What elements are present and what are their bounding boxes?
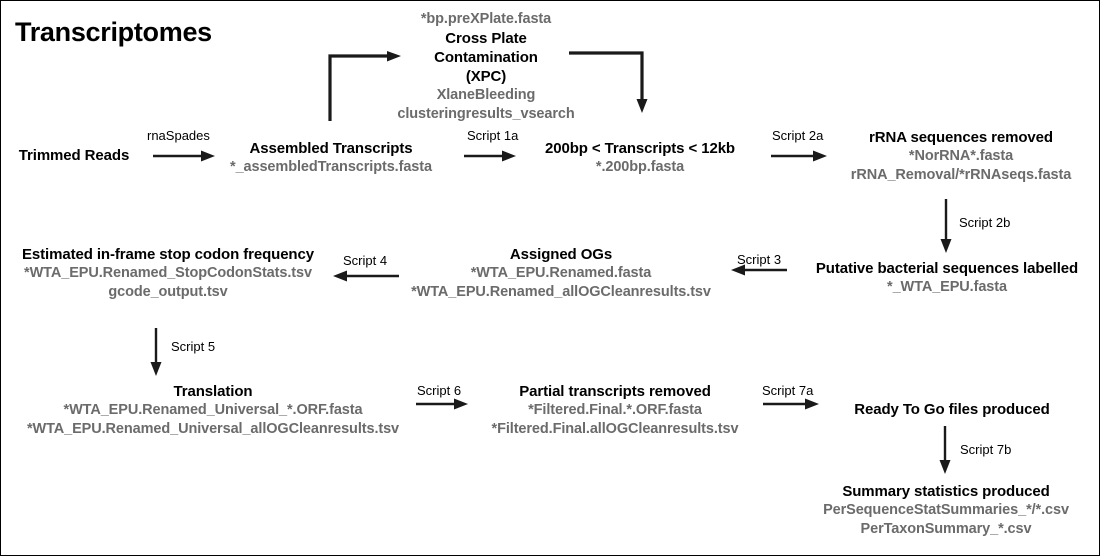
node-trimmed-reads-title: Trimmed Reads: [18, 147, 130, 164]
node-summary-statistics: Summary statistics produced PerSequenceS…: [791, 482, 1099, 538]
node-bacterial-labelled-title: Putative bacterial sequences labelled: [815, 260, 1079, 277]
node-stop-codon-frequency: Estimated in-frame stop codon frequency …: [5, 245, 331, 301]
edge-label-script-4: Script 4: [343, 253, 388, 268]
edge-label-script-7a: Script 7a: [762, 383, 814, 398]
node-translation-title: Translation: [173, 383, 253, 400]
arrow-script-3: [731, 263, 787, 277]
node-assembled-transcripts-title: Assembled Transcripts: [249, 140, 413, 157]
arrow-script-7a: [763, 397, 819, 411]
node-ready-to-go-title: Ready To Go files produced: [854, 401, 1050, 418]
node-rrna-removed: rRNA sequences removed *NorRNA*.fasta rR…: [831, 128, 1091, 184]
edge-label-script-2a: Script 2a: [772, 128, 824, 143]
node-translation-file-1: *WTA_EPU.Renamed_Universal_*.ORF.fasta: [63, 402, 363, 419]
node-summary-statistics-file-1: PerSequenceStatSummaries_*/*.csv: [823, 502, 1069, 519]
node-partial-removed-file-1: *Filtered.Final.*.ORF.fasta: [528, 402, 702, 419]
node-rrna-removed-file-1: *NorRNA*.fasta: [908, 148, 1014, 165]
node-stop-codon-frequency-title: Estimated in-frame stop codon frequency: [22, 246, 314, 263]
node-partial-removed-title: Partial transcripts removed: [519, 383, 711, 400]
node-trimmed-reads: Trimmed Reads: [9, 146, 139, 166]
node-cross-plate-contamination: *bp.preXPlate.fasta Cross Plate Contamin…: [386, 10, 586, 123]
edge-label-rnaspades: rnaSpades: [147, 128, 210, 143]
edge-label-script-7b: Script 7b: [960, 442, 1012, 457]
arrow-script-2a: [771, 149, 827, 163]
node-partial-removed: Partial transcripts removed *Filtered.Fi…: [469, 382, 761, 438]
edge-label-script-2b: Script 2b: [959, 215, 1011, 230]
node-assigned-ogs-file-1: *WTA_EPU.Renamed.fasta: [470, 265, 652, 282]
node-xpc-file-1: XlaneBleeding: [436, 87, 536, 104]
edge-label-script-1a: Script 1a: [467, 128, 519, 143]
node-assigned-ogs-title: Assigned OGs: [509, 246, 613, 263]
node-assembled-transcripts: Assembled Transcripts *_assembledTranscr…: [201, 139, 461, 177]
node-transcripts-size-filter-title: 200bp < Transcripts < 12kb: [545, 140, 735, 157]
node-translation: Translation *WTA_EPU.Renamed_Universal_*…: [3, 382, 423, 438]
edge-label-script-6: Script 6: [417, 383, 462, 398]
node-bacterial-labelled-file-1: *_WTA_EPU.fasta: [887, 279, 1007, 296]
node-rrna-removed-title: rRNA sequences removed: [869, 129, 1053, 146]
node-xpc-title-line-2: Contamination: [434, 48, 538, 66]
node-ready-to-go: Ready To Go files produced: [831, 400, 1073, 420]
arrow-script-4: [333, 269, 399, 283]
node-partial-removed-file-2: *Filtered.Final.allOGCleanresults.tsv: [491, 420, 739, 437]
node-xpc-title-line-1: Cross Plate: [445, 29, 527, 47]
node-transcripts-size-filter: 200bp < Transcripts < 12kb *.200bp.fasta: [520, 139, 760, 177]
arrow-script-5: [149, 328, 163, 376]
node-bacterial-labelled: Putative bacterial sequences labelled *_…: [801, 259, 1093, 297]
arrow-script-1a: [464, 149, 516, 163]
node-assembled-transcripts-file-1: *_assembledTranscripts.fasta: [230, 159, 432, 176]
arrow-xpc-outbound-elbow: [569, 49, 649, 115]
node-stop-codon-frequency-file-1: *WTA_EPU.Renamed_StopCodonStats.tsv: [24, 265, 312, 282]
node-summary-statistics-file-2: PerTaxonSummary_*.csv: [860, 520, 1032, 537]
page-title: Transcriptomes: [15, 17, 212, 47]
edge-label-script-5: Script 5: [171, 339, 216, 354]
node-translation-file-2: *WTA_EPU.Renamed_Universal_allOGCleanres…: [26, 420, 400, 437]
node-assigned-ogs-file-2: *WTA_EPU.Renamed_allOGCleanresults.tsv: [411, 283, 711, 300]
node-xpc-file-top: *bp.preXPlate.fasta: [420, 11, 552, 27]
arrow-xpc-inbound-elbow: [327, 51, 407, 121]
arrow-script-2b: [939, 199, 953, 253]
node-rrna-removed-file-2: rRNA_Removal/*rRNAseqs.fasta: [850, 166, 1072, 183]
edge-label-script-3: Script 3: [737, 252, 782, 267]
node-xpc-file-2: clusteringresults_vsearch: [397, 105, 575, 122]
arrow-script-6: [416, 397, 468, 411]
node-assigned-ogs: Assigned OGs *WTA_EPU.Renamed.fasta *WTA…: [396, 245, 726, 301]
node-stop-codon-frequency-file-2: gcode_output.tsv: [108, 283, 228, 300]
node-summary-statistics-title: Summary statistics produced: [842, 483, 1050, 500]
node-xpc-title-line-3: (XPC): [465, 67, 507, 85]
arrow-script-7b: [938, 426, 952, 474]
node-transcripts-size-filter-file-1: *.200bp.fasta: [595, 159, 685, 176]
arrow-rnaspades: [153, 149, 215, 163]
